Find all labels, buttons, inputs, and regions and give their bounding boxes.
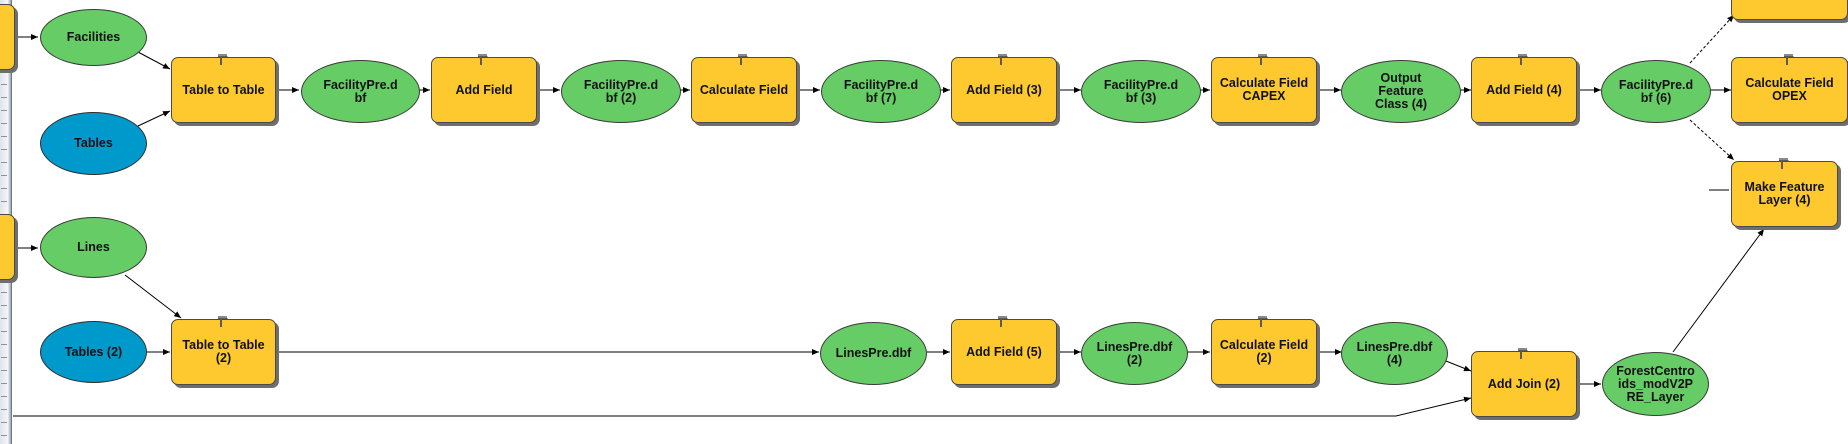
hammer-icon xyxy=(1518,54,1528,65)
table-to-table-2-tool[interactable]: Table to Table (2) xyxy=(171,316,276,385)
add-field-4-label: Add Field (4) xyxy=(1486,82,1562,97)
ruler-tick xyxy=(1,136,7,137)
linespre-dbf-4-node[interactable]: LinesPre.dbf (4) xyxy=(1341,322,1448,385)
add-field-label: Add Field xyxy=(455,82,513,97)
ruler-tick xyxy=(1,370,7,371)
output-feature-class-4-label: Output Feature Class (4) xyxy=(1374,71,1428,111)
ruler-tick xyxy=(1,422,7,423)
calculate-field-capex-tool[interactable]: Calculate Field CAPEX xyxy=(1211,54,1317,123)
ruler-tick xyxy=(1,162,7,163)
ruler-tick xyxy=(1,188,7,189)
connector xyxy=(13,396,1472,417)
facilitypre-dbf-6-node[interactable]: FacilityPre.d bf (6) xyxy=(1601,60,1711,123)
hammer-icon xyxy=(998,316,1008,327)
add-field-5-label: Add Field (5) xyxy=(966,344,1042,359)
connector xyxy=(137,51,171,70)
ruler-tick xyxy=(1,97,7,98)
facilitypre-dbf-6-label: FacilityPre.d bf (6) xyxy=(1618,77,1694,105)
connector xyxy=(124,274,182,319)
facilitypre-dbf-2-node[interactable]: FacilityPre.d bf (2) xyxy=(561,60,681,123)
add-join-2-tool[interactable]: Add Join (2) xyxy=(1471,348,1577,417)
hammer-icon xyxy=(217,316,228,327)
connector xyxy=(1672,228,1765,353)
lines-node[interactable]: Lines xyxy=(40,217,147,278)
hammer-icon xyxy=(998,54,1008,65)
linespre-dbf-node[interactable]: LinesPre.dbf xyxy=(820,322,927,385)
hammer-icon xyxy=(1258,54,1268,65)
add-field-tool[interactable]: Add Field xyxy=(431,54,537,123)
output-feature-class-4-node[interactable]: Output Feature Class (4) xyxy=(1341,60,1461,123)
ruler-tick xyxy=(1,175,7,176)
add-field-4-tool[interactable]: Add Field (4) xyxy=(1471,54,1577,123)
ruler-tick xyxy=(1,383,7,384)
make-feature-layer-4-tool[interactable]: Make Feature Layer (4) xyxy=(1731,158,1838,227)
facilities-node[interactable]: Facilities xyxy=(40,9,147,66)
ruler-tick xyxy=(1,84,7,85)
calculate-field-capex-label: Calculate Field CAPEX xyxy=(1219,76,1309,103)
table-to-table-2-label: Table to Table (2) xyxy=(182,338,265,365)
ruler-tick xyxy=(1,344,7,345)
ruler-tick xyxy=(1,435,7,436)
add-field-5-tool[interactable]: Add Field (5) xyxy=(951,316,1057,385)
offscreen-tool-left-bottom[interactable] xyxy=(0,214,15,280)
calculate-field-label: Calculate Field xyxy=(699,82,789,97)
ruler-tick xyxy=(1,318,7,319)
facilitypre-dbf-2-label: FacilityPre.d bf (2) xyxy=(583,77,659,105)
ruler-tick xyxy=(1,123,7,124)
forestcentroids-layer-node[interactable]: ForestCentro ids_modV2P RE_Layer xyxy=(1602,352,1709,416)
hammer-icon xyxy=(1783,54,1794,65)
add-field-3-tool[interactable]: Add Field (3) xyxy=(951,54,1057,123)
ruler-tick xyxy=(1,149,7,150)
ruler-tick xyxy=(1,305,7,306)
calculate-field-opex-label: Calculate Field OPEX xyxy=(1745,76,1834,103)
calculate-field-2-tool[interactable]: Calculate Field (2) xyxy=(1211,316,1317,385)
tables-node[interactable]: Tables xyxy=(40,112,147,175)
connector xyxy=(137,110,171,127)
dotted-connector xyxy=(1689,119,1735,161)
calculate-field-2-label: Calculate Field (2) xyxy=(1219,338,1309,365)
calculate-field-tool[interactable]: Calculate Field xyxy=(691,54,797,123)
ruler-tick xyxy=(1,110,7,111)
connector xyxy=(1445,360,1472,372)
facilitypre-dbf-7-label: FacilityPre.d bf (7) xyxy=(843,77,919,105)
facilitypre-dbf-label: FacilityPre.d bf xyxy=(323,77,398,105)
forestcentroids-layer-label: ForestCentro ids_modV2P RE_Layer xyxy=(1616,363,1695,404)
linespre-dbf-2-node[interactable]: LinesPre.dbf (2) xyxy=(1081,322,1188,385)
ruler-tick xyxy=(1,357,7,358)
facilities-label: Facilities xyxy=(66,30,121,44)
facilitypre-dbf-3-node[interactable]: FacilityPre.d bf (3) xyxy=(1081,60,1201,123)
facilitypre-dbf-node[interactable]: FacilityPre.d bf xyxy=(301,60,420,123)
hammer-icon xyxy=(738,54,748,65)
add-join-2-label: Add Join (2) xyxy=(1487,376,1561,391)
offscreen-tool-left-top[interactable] xyxy=(0,4,15,70)
hammer-icon xyxy=(217,54,228,65)
lines-label: Lines xyxy=(77,240,110,254)
facilitypre-dbf-7-node[interactable]: FacilityPre.d bf (7) xyxy=(821,60,941,123)
ruler-tick xyxy=(1,292,7,293)
ruler-tick xyxy=(1,331,7,332)
add-field-3-label: Add Field (3) xyxy=(966,82,1042,97)
facilitypre-dbf-3-label: FacilityPre.d bf (3) xyxy=(1103,77,1179,105)
tables-2-node[interactable]: Tables (2) xyxy=(40,321,147,383)
dotted-connector xyxy=(1689,14,1735,64)
offscreen-tool-top[interactable] xyxy=(1731,0,1848,20)
hammer-icon xyxy=(1518,348,1528,359)
ruler-tick xyxy=(1,201,7,202)
hammer-icon xyxy=(478,54,488,65)
tables-2-label: Tables (2) xyxy=(64,344,123,359)
hammer-icon xyxy=(1778,158,1789,169)
calculate-field-opex-tool[interactable]: Calculate Field OPEX xyxy=(1731,54,1848,123)
make-feature-layer-4-label: Make Feature Layer (4) xyxy=(1744,180,1825,207)
ruler-tick xyxy=(1,396,7,397)
ruler-tick xyxy=(1,409,7,410)
linespre-dbf-4-label: LinesPre.dbf (4) xyxy=(1356,339,1433,367)
linespre-dbf-label: LinesPre.dbf xyxy=(835,346,912,360)
tables-label: Tables xyxy=(74,136,113,150)
linespre-dbf-2-label: LinesPre.dbf (2) xyxy=(1096,339,1173,367)
hammer-icon xyxy=(1258,316,1268,327)
table-to-table-tool[interactable]: Table to Table xyxy=(171,54,276,123)
table-to-table-label: Table to Table xyxy=(182,82,265,97)
ruler-tick xyxy=(1,71,7,72)
